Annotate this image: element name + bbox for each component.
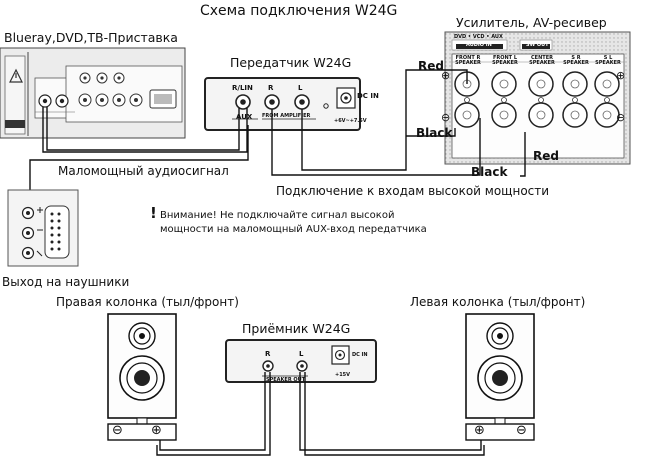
transmitter-device: [204, 77, 361, 131]
low-power-wire-2: [42, 107, 248, 153]
amp-terminal-hole: [499, 110, 509, 120]
amp-bottom-left-minus-icon: ⊖: [441, 111, 451, 124]
high-power-wire-red-bottom: [520, 132, 526, 177]
wire-label-red-top: Red: [418, 59, 444, 73]
transmitter-l-label: L: [298, 84, 303, 92]
amp-terminal-hole: [602, 79, 612, 89]
speaker-wiring: [156, 372, 485, 456]
amp-terminal-hole: [602, 110, 612, 120]
wiring: [29, 69, 526, 200]
amplifier-audio-in-label: AUDIO IN: [466, 42, 492, 48]
right-speaker-minus-icon: ⊖: [112, 423, 123, 438]
right-speaker: [107, 313, 177, 441]
headphone-wire: [29, 125, 249, 200]
transmitter-voltage-label: +6V~+7.5V: [334, 118, 367, 124]
transmitter-r-label: R: [268, 84, 274, 92]
left-speaker-plus-icon: ⊕: [474, 423, 485, 438]
low-power-wire-1: [46, 107, 240, 151]
right-speaker-plus-icon: ⊕: [151, 423, 162, 438]
left-speaker-minus-icon: ⊖: [516, 423, 527, 438]
amp-terminal-screw: [501, 97, 507, 103]
wire-label-red-bottom: Red: [533, 149, 559, 163]
amp-terminal-hole: [536, 79, 546, 89]
transmitter-dcin-label: DC IN: [357, 92, 379, 100]
amp-group-label-5: S L SPEAKER: [595, 55, 621, 66]
warning-mark: !: [150, 204, 157, 222]
transmitter-aux-label: AUX: [236, 113, 253, 121]
amp-group-label-2: FRONT L SPEAKER: [492, 55, 518, 66]
amplifier-speaker-terminals: [454, 71, 620, 128]
right-speaker-label: Правая колонка (тыл/фронт): [56, 295, 239, 309]
warning-line-2: мощности на маломощный AUX-вход передатч…: [160, 224, 427, 235]
amp-terminal-screw: [538, 97, 544, 103]
wire-label-black-bottom: Black: [471, 165, 508, 179]
receiver-r-label: R: [265, 350, 271, 358]
amp-group-label-3: CENTER SPEAKER: [529, 55, 555, 66]
receiver-dcin-label: DC IN: [352, 352, 368, 358]
amp-group-label-1: FRONT R SPEAKER: [455, 55, 481, 66]
receiver-speaker-out-label: SPEAKER OUT: [266, 377, 306, 383]
source-device-label: Blueray,DVD,ТВ-Приставка: [4, 30, 178, 45]
amplifier-panel-top-label: DVD • VCD • AUX: [454, 34, 503, 40]
warning-triangle-icon: [9, 68, 23, 83]
high-power-wire-black: [271, 109, 481, 176]
amp-top-left-plus-icon: ⊕: [441, 69, 451, 82]
left-speaker-wire-plus: [299, 372, 482, 451]
high-power-connection-label: Подключение к входам высокой мощности: [276, 184, 550, 198]
left-speaker-wire-minus: [304, 372, 485, 456]
amp-terminal-screw: [464, 97, 470, 103]
receiver-device: [225, 339, 377, 383]
warning-line-1: Внимание! Не подключайте сигнал высокой: [160, 210, 395, 221]
amp-terminal-hole: [499, 79, 509, 89]
transmitter-from-amplifier-label: FROM AMPLIFIER: [262, 113, 311, 119]
left-speaker: [465, 313, 535, 441]
left-speaker-label: Левая колонка (тыл/фронт): [410, 295, 586, 309]
transmitter-label: Передатчик W24G: [230, 55, 352, 70]
amplifier-sw-out-label: SW OUT: [526, 42, 549, 48]
source-device: [0, 47, 186, 139]
high-power-wire-red-top: [301, 69, 468, 171]
amplifier-device: [444, 31, 631, 165]
wire-label-black-top: Black: [416, 126, 453, 140]
amp-terminal-hole: [536, 110, 546, 120]
receiver-voltage-label: +15V: [335, 372, 351, 378]
amp-terminal-hole: [570, 79, 580, 89]
headphone-device: [7, 189, 79, 267]
amp-terminal-hole: [462, 110, 472, 120]
receiver-label: Приёмник W24G: [242, 321, 351, 336]
transmitter-rlin-label: R/LIN: [232, 84, 253, 92]
amp-terminal-screw: [572, 97, 578, 103]
amp-group-label-4: S R SPEAKER: [563, 55, 589, 66]
right-speaker-wire-plus: [159, 372, 266, 451]
high-power-wire-black-top: [406, 128, 456, 137]
amp-bottom-right-minus-icon: ⊖: [616, 111, 626, 124]
amp-top-right-plus-icon: ⊕: [616, 69, 626, 82]
right-speaker-wire-minus: [156, 372, 271, 456]
amp-terminal-hole: [570, 110, 580, 120]
low-power-signal-label: Маломощный аудиосигнал: [58, 164, 229, 178]
receiver-l-label: L: [299, 350, 304, 358]
headphones-output-label: Выход на наушники: [2, 275, 130, 289]
page-title: Схема подключения W24G: [200, 3, 398, 19]
amplifier-label: Усилитель, AV-ресивер: [456, 15, 607, 30]
amp-terminal-screw: [604, 97, 610, 103]
